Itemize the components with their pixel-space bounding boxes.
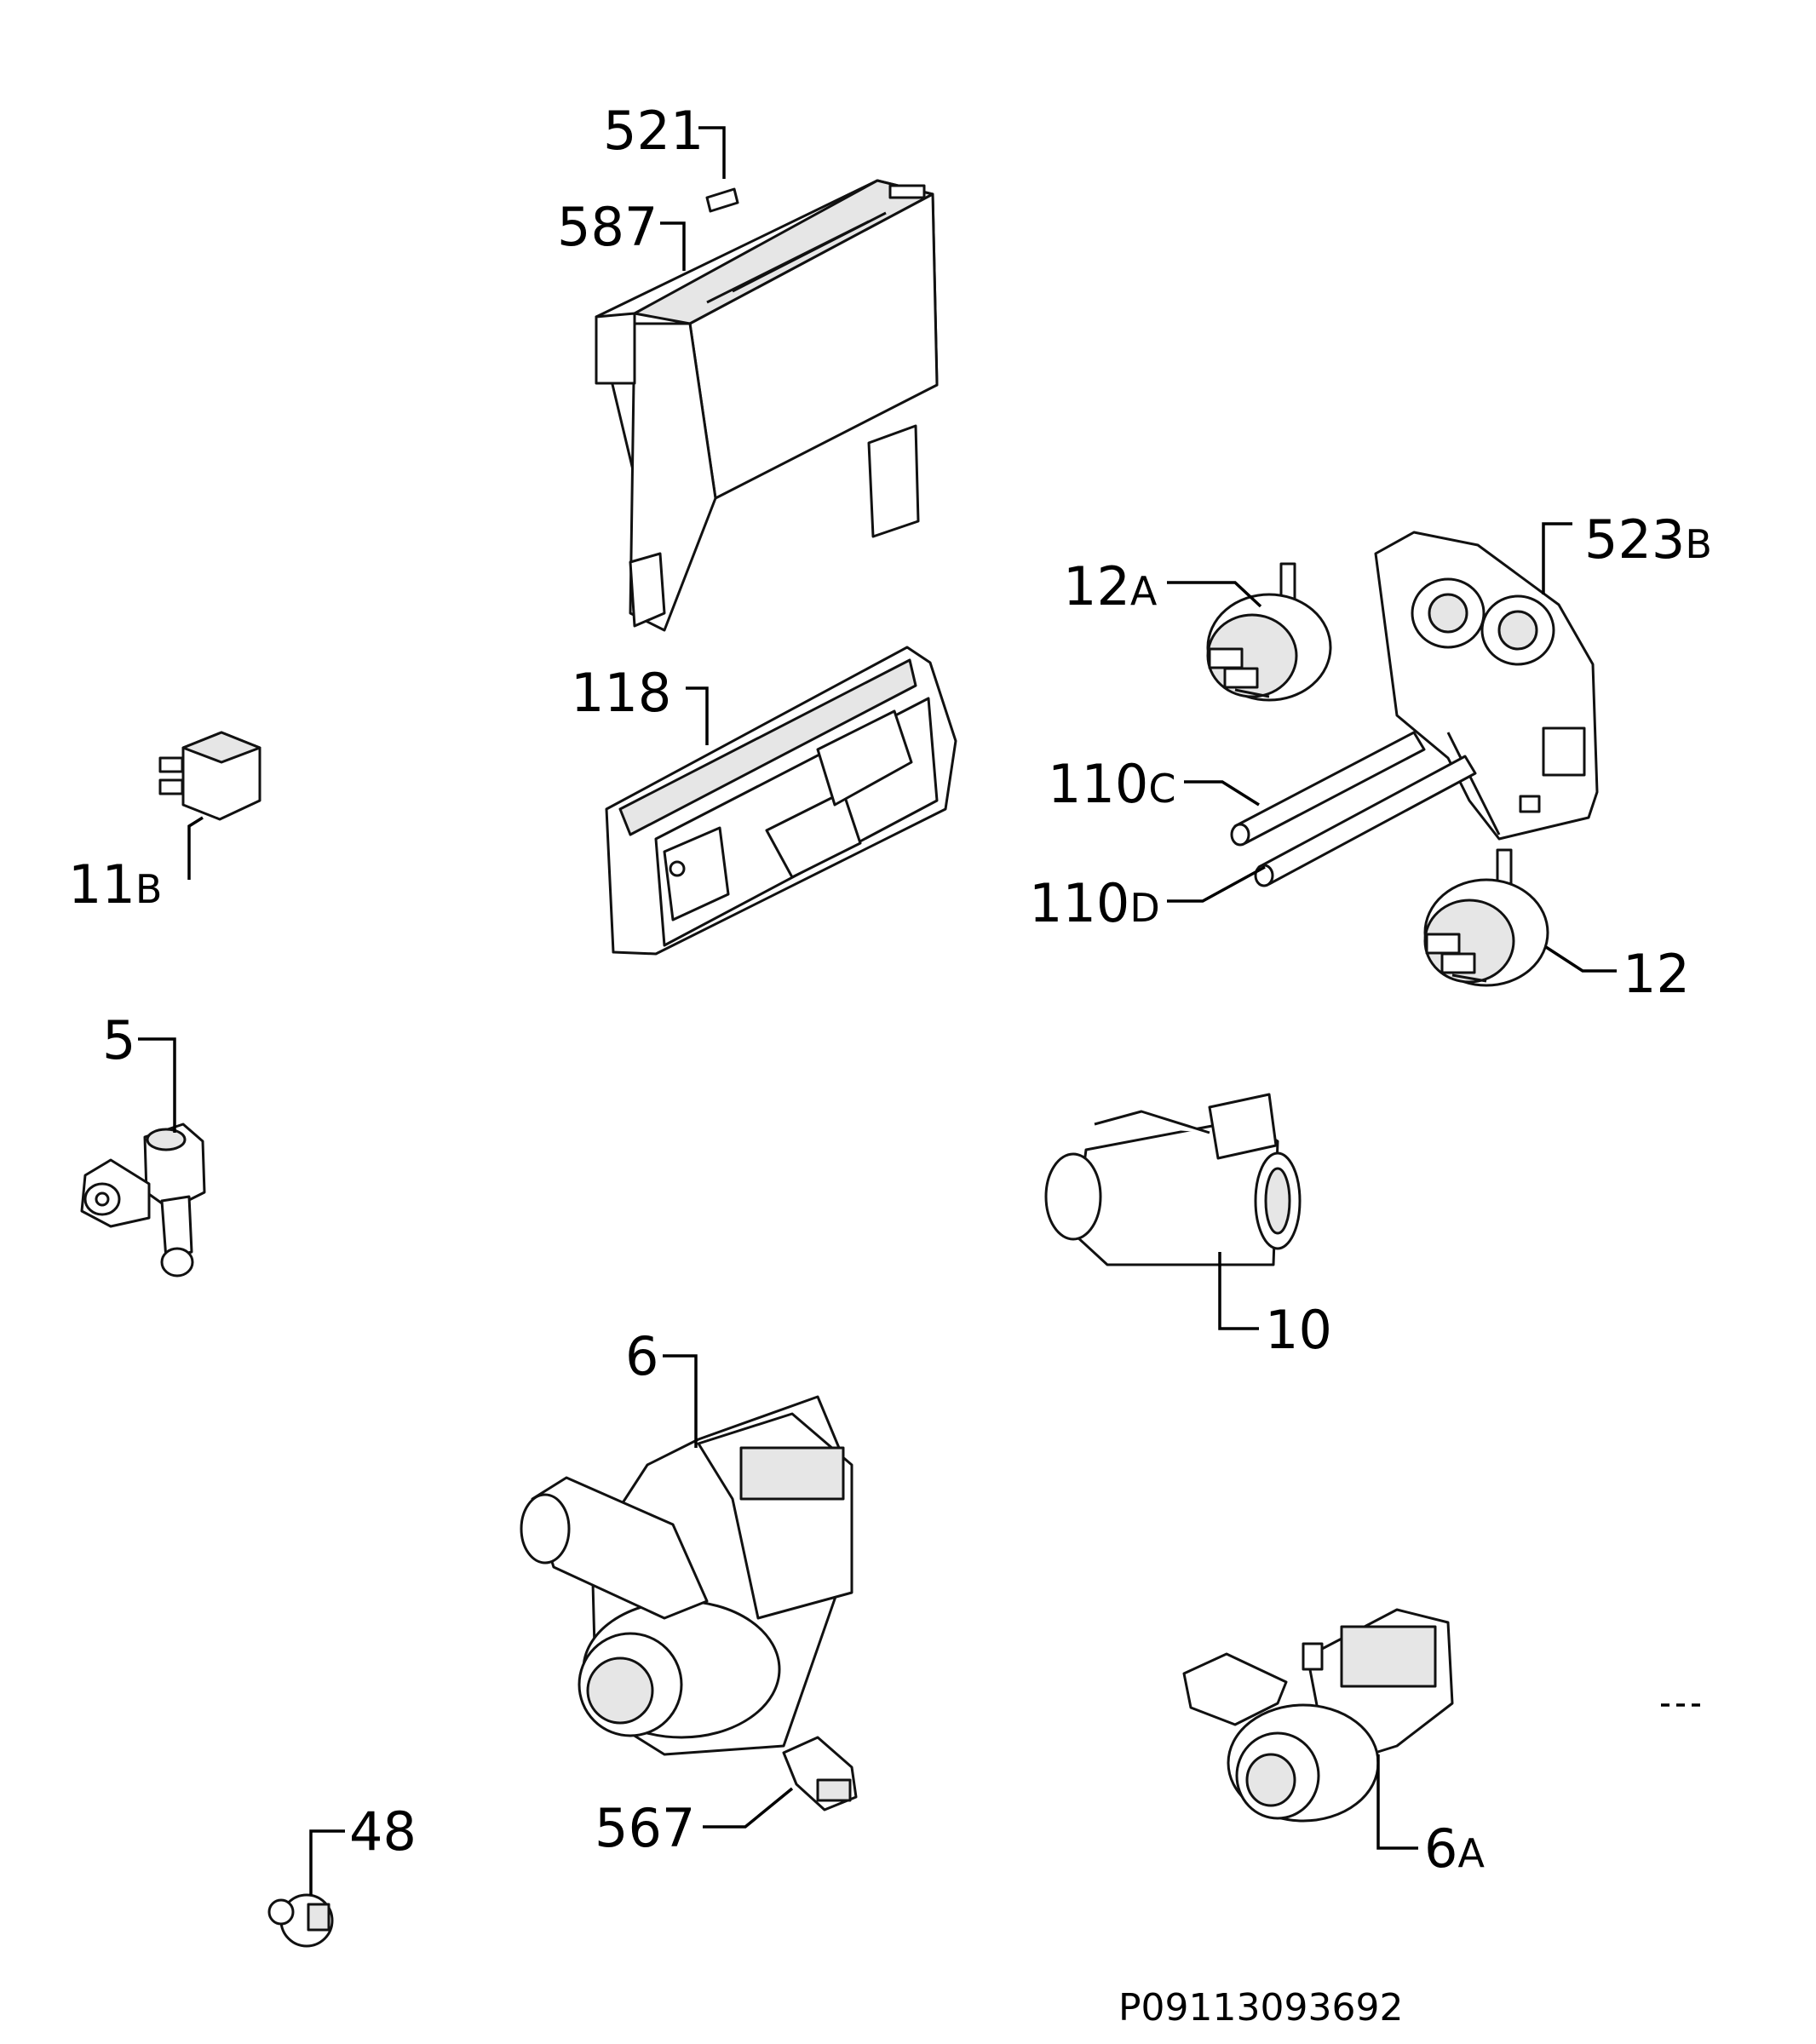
- part-587-control-module: [595, 179, 939, 632]
- label-521: 521: [603, 100, 704, 162]
- label-48: 48: [349, 1800, 417, 1863]
- part-12-pressure-switch: [1423, 848, 1549, 987]
- part-110c-hose: [1230, 731, 1426, 847]
- label-118: 118: [571, 662, 671, 724]
- part-10-heater: [1044, 1093, 1302, 1266]
- part-118-panel: [605, 646, 957, 956]
- label-110d: 110D: [1029, 872, 1160, 934]
- label-523b: 523B: [1584, 508, 1712, 571]
- label-6: 6: [625, 1325, 658, 1387]
- label-12: 12: [1623, 943, 1690, 1005]
- part-521-connector: [705, 187, 739, 213]
- part-6a-drain-pump: [1182, 1608, 1454, 1823]
- part-6-circulation-pump: [520, 1395, 853, 1756]
- part-567-connector: [782, 1736, 858, 1811]
- label-567: 567: [595, 1797, 695, 1859]
- drawing-code: P09113093692: [1118, 1986, 1403, 2030]
- part-12a-pressure-switch: [1206, 562, 1332, 702]
- label-110c: 110C: [1048, 753, 1175, 815]
- label-587: 587: [557, 196, 658, 258]
- leader-lines: [138, 126, 1617, 1895]
- label-11b: 11B: [68, 853, 162, 916]
- label-10: 10: [1265, 1299, 1332, 1361]
- part-5-valve: [80, 1122, 206, 1278]
- label-5: 5: [102, 1009, 135, 1071]
- part-11b-relay: [158, 731, 261, 821]
- part-523b-sensor-housing: [1374, 531, 1599, 841]
- part-48-sensor: [267, 1893, 334, 1948]
- label-6a: 6A: [1424, 1817, 1485, 1880]
- label-12a: 12A: [1063, 555, 1158, 617]
